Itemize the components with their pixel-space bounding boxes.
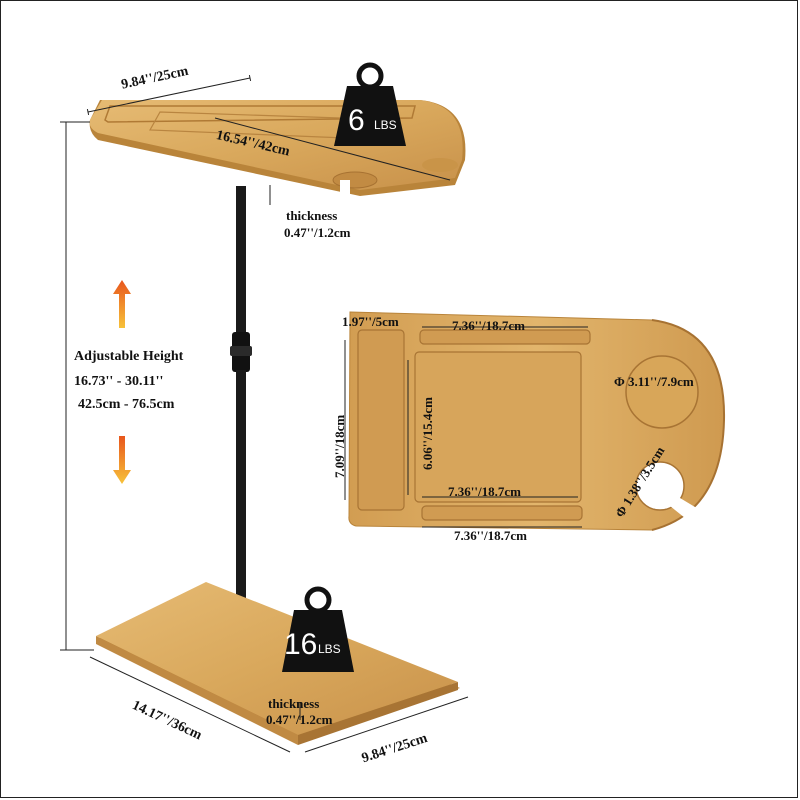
base-weight-number: 16 (284, 628, 318, 661)
top-slot-length-label: 7.36''/18.7cm (452, 318, 525, 333)
height-title: Adjustable Height (74, 349, 184, 364)
height-inches: 16.73'' - 30.11'' (74, 374, 164, 389)
top-width-dimension-line (86, 74, 252, 116)
base-depth-dimension-line (89, 656, 291, 753)
support-pole (230, 186, 252, 648)
outer-height-label: 7.09''/18cm (332, 414, 347, 478)
base-weight-icon (282, 586, 354, 672)
top-length-dimension-line (214, 117, 451, 181)
inner-width-label: 7.36''/18.7cm (448, 484, 521, 499)
tray-top-view (348, 311, 726, 531)
top-weight-number: 6 (348, 104, 365, 137)
arrow-up-icon (113, 280, 131, 328)
inner-height-label: 6.06''/15.4cm (420, 397, 435, 470)
base-thickness-value: 0.47''/1.2cm (266, 712, 333, 727)
side-slot-width-label: 1.97''/5cm (342, 314, 399, 329)
base-thickness-title: thickness (268, 696, 320, 711)
height-cm: 42.5cm - 76.5cm (78, 397, 175, 412)
top-thickness-title: thickness (286, 208, 338, 223)
arrow-down-icon (113, 436, 131, 484)
top-weight-unit: LBS (374, 118, 397, 132)
cup-hole-label: Φ 3.11''/7.9cm (614, 374, 694, 389)
base-weight-unit: LBS (318, 642, 341, 656)
base-width-dimension-line (304, 696, 469, 753)
base-board (96, 582, 460, 745)
top-thickness-value: 0.47''/1.2cm (284, 225, 351, 240)
top-weight-icon (334, 62, 406, 146)
bottom-slot-length-label: 7.36''/18.7cm (454, 528, 527, 543)
